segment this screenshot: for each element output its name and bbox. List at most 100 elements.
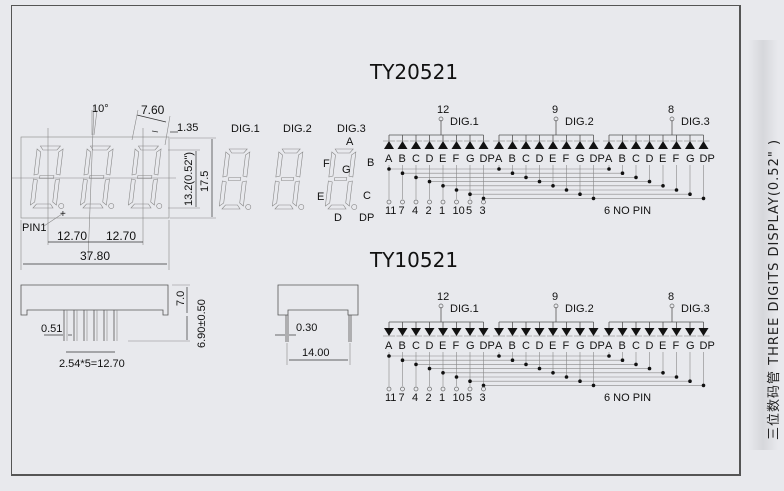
common-pin-terminal [669, 303, 675, 309]
segment-pin-terminal [454, 386, 459, 392]
diode-icon [465, 328, 475, 336]
segment-label: A [495, 153, 503, 165]
segment-pin-number: 11 [385, 392, 396, 404]
segment-label: DP [700, 153, 715, 165]
junction-dot [607, 354, 611, 358]
common-pin-terminal [553, 116, 559, 122]
diode-icon [534, 141, 545, 149]
segment-label: G [686, 153, 695, 165]
junction-dot [481, 383, 486, 388]
segment-label: B [619, 340, 626, 352]
diode-icon [411, 141, 421, 149]
junction-dot [688, 192, 692, 196]
segment-pin-terminal [400, 199, 405, 205]
dig3-label: DIG.3 [337, 123, 366, 135]
junction-dot [524, 362, 528, 367]
diode-icon [671, 141, 682, 149]
segment [295, 151, 304, 178]
diode-icon [617, 328, 628, 336]
model-title-common-anode: TY20521 [369, 60, 458, 84]
diode-icon [644, 328, 655, 336]
diode-icon [534, 328, 545, 336]
diode-icon [384, 328, 394, 336]
diode-icon [617, 141, 628, 149]
junction-dot [427, 366, 432, 371]
segment [334, 177, 348, 181]
segment [221, 204, 241, 210]
segment [345, 180, 353, 207]
junction-dot [454, 375, 459, 379]
labeled-digit [271, 148, 305, 210]
segment [127, 178, 136, 206]
seg-label-f: F [323, 158, 330, 170]
diode-icon [478, 141, 489, 149]
front-digit [127, 145, 163, 209]
junction-dot [481, 196, 486, 201]
segment [275, 151, 283, 178]
drawing-frame [11, 5, 741, 476]
diode-icon [588, 141, 599, 149]
segment-label: DP [590, 153, 605, 165]
front-view: 10° 7.60 1.35 13.2(0.52") 17.5 PIN1 + 12… [12, 103, 216, 270]
segment-label: E [439, 340, 446, 352]
segment-label: E [549, 153, 556, 165]
common-pin-terminal [438, 303, 444, 309]
segment-label: G [466, 153, 475, 165]
diode-icon [521, 328, 531, 336]
diode-icon [561, 141, 572, 149]
pitch-1-label: 12.70 [57, 229, 87, 243]
segment [105, 148, 114, 176]
pin1-label: PIN1 [22, 222, 46, 234]
junction-dot [510, 358, 515, 363]
segment-pin-terminal [440, 199, 446, 205]
junction-dot [524, 175, 528, 180]
pin-pitch-label: 2.54*5=12.70 [59, 358, 125, 370]
segment-label: G [466, 340, 475, 352]
segment-pin-number: 7 [399, 205, 405, 217]
segment-pin-number: 3 [480, 392, 486, 404]
segment [39, 145, 62, 151]
diode-icon [631, 141, 641, 149]
junction-dot [578, 379, 582, 384]
diode-icon [658, 328, 668, 336]
segment-label: C [412, 340, 420, 352]
char-height-label: 13.2(0.52") [183, 152, 195, 206]
segment [79, 178, 88, 206]
segment [228, 177, 242, 181]
diode-icon [507, 141, 518, 149]
digit-label: DIG.1 [450, 116, 479, 128]
segment [348, 151, 357, 178]
segment [324, 180, 333, 207]
segment [334, 148, 354, 154]
side-label-band [748, 40, 778, 450]
segment-label: B [509, 340, 516, 352]
segment-label: D [426, 340, 434, 352]
common-pin-number: 9 [552, 104, 558, 116]
segment [89, 175, 105, 179]
segment [153, 148, 162, 176]
segment [55, 148, 64, 176]
junction-dot [468, 379, 472, 384]
diode-icon [438, 141, 448, 149]
segment-label: E [659, 153, 666, 165]
segment-pin-number: 5 [466, 392, 472, 404]
segment-label: D [536, 153, 544, 165]
junction-dot [674, 375, 679, 379]
segment [228, 148, 248, 154]
diode-icon [424, 141, 435, 149]
segment-label: DP [700, 340, 715, 352]
segment-pin-number: 5 [466, 205, 472, 217]
diode-icon [438, 328, 448, 336]
junction-dot [591, 383, 596, 388]
diode-icon [685, 141, 695, 149]
segment-pin-number: 11 [385, 205, 396, 217]
segment-label: G [576, 340, 585, 352]
segment-pin-number: 7 [399, 392, 405, 404]
segment [89, 145, 112, 151]
dig2-label: DIG.2 [283, 123, 312, 135]
segment-label: D [646, 340, 654, 352]
diode-icon [671, 328, 682, 336]
segment-pin-terminal [427, 386, 432, 392]
segment-pin-number: 2 [426, 205, 432, 217]
